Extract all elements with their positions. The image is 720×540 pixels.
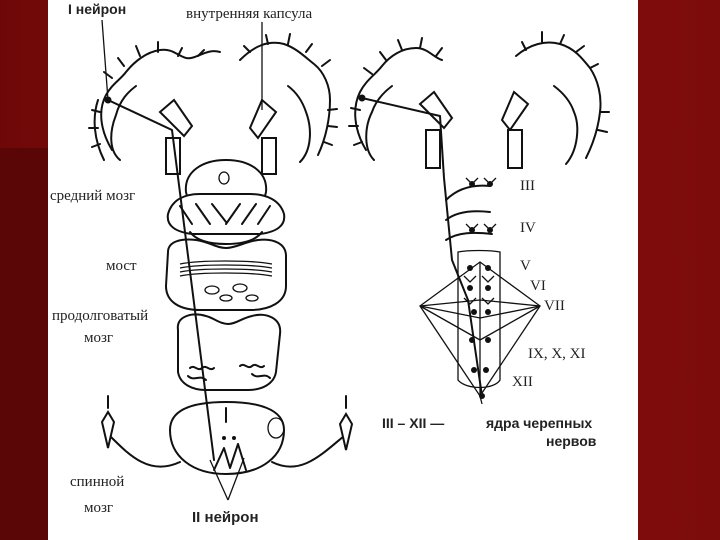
nucleus-iii-label: III	[520, 178, 535, 194]
right-cortex	[349, 32, 609, 168]
nucleus-xii-label: XII	[512, 374, 533, 390]
left-cortex	[89, 34, 337, 174]
spinal-cord-label-line1: спинной	[70, 474, 124, 490]
legend-text-line2: нервов	[546, 433, 597, 449]
pons-label: мост	[106, 258, 137, 274]
medulla-section	[178, 315, 280, 390]
nucleus-vii-label: VII	[544, 298, 565, 314]
nucleus-ix-xi-label: IX, X, XI	[528, 346, 586, 362]
spinal-cord-label-line2: мозг	[84, 500, 113, 516]
pons-section	[166, 240, 286, 311]
nucleus-vi-label: VI	[530, 278, 546, 294]
nucleus-v-label: V	[520, 258, 531, 274]
neuron-1-label: I нейрон	[68, 1, 126, 17]
pathway-diagram: I нейрон внутренняя капсула средний мозг…	[48, 0, 638, 540]
diagram-panel: I нейрон внутренняя капсула средний мозг…	[48, 0, 638, 540]
spinal-cord-section	[102, 396, 352, 474]
internal-capsule-label: внутренняя капсула	[186, 6, 312, 22]
medulla-label-line1: продолговатый	[52, 308, 148, 324]
legend-text-line1: ядра черепных	[486, 415, 592, 431]
medulla-label-line2: мозг	[84, 330, 113, 346]
midbrain-label: средний мозг	[50, 188, 135, 204]
neuron-2-label: II нейрон	[192, 509, 259, 526]
legend-range: III – XII —	[382, 415, 444, 431]
nucleus-iv-label: IV	[520, 220, 536, 236]
